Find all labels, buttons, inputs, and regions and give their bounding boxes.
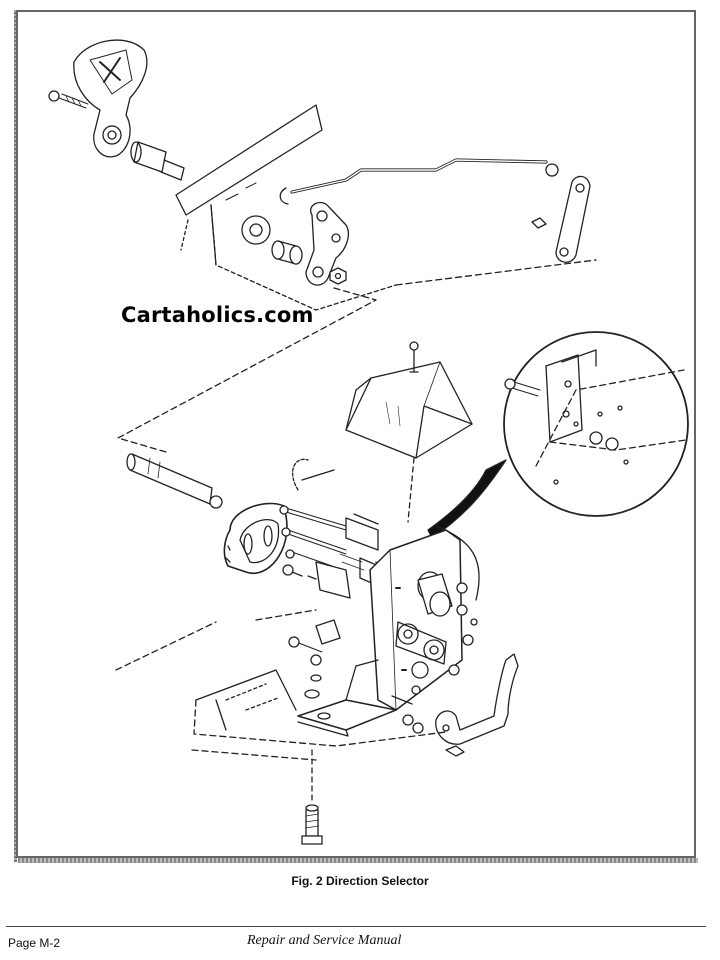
cover-screw [409,341,419,373]
frame-rail [115,609,447,761]
switch-block [315,619,341,645]
solenoid [417,571,453,617]
contact-rollers [395,621,447,679]
right-nuts [448,582,478,676]
shaft-coupler [130,141,185,181]
cam-plate [223,502,288,575]
washers-nuts-bottom [391,685,424,734]
leader-line-right [395,259,597,286]
handle-screw [48,90,89,109]
shift-handle [73,39,148,158]
mounting-plate [297,659,397,737]
footer-rule [6,926,706,927]
mount-panel [175,104,397,311]
manual-title: Repair and Service Manual [247,933,402,948]
selector-bracket [369,529,463,711]
watermark: Cartaholics.com [121,303,314,327]
shift-arm-right [531,175,591,263]
mounting-bolts [279,505,347,580]
bushing [271,240,303,265]
frame-bottom-shadow [18,858,698,863]
frame-left-shadow [14,10,17,862]
detail-callout-circle [503,331,689,517]
selector-cover [345,361,473,459]
curved-bracket [435,653,519,757]
actuator-shaft [126,453,223,509]
left-bolts [288,636,323,699]
callout-pointer [427,459,507,539]
link-rod [279,158,559,205]
shift-arm-left [305,201,350,286]
figure-caption: Fig. 2 Direction Selector [291,874,429,888]
leader-line-upper [117,287,377,453]
exploded-view-drawing [48,39,689,845]
page-number: Page M-2 [8,936,61,950]
nut-upper [329,267,347,285]
bottom-bolt [301,804,323,845]
cover-leader [407,457,415,523]
